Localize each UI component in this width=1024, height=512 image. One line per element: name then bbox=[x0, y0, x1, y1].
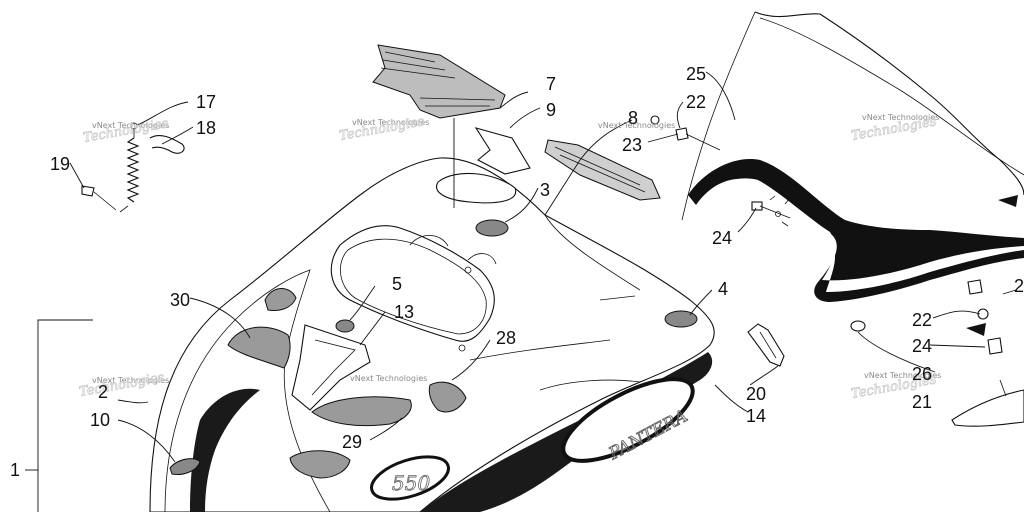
watermark-3: vNext Technologies bbox=[598, 121, 675, 130]
part-18-clip bbox=[149, 135, 185, 154]
part-4-grille bbox=[664, 310, 698, 328]
callout-8: 8 bbox=[628, 108, 638, 128]
watermark-4: vNext Technologies bbox=[862, 113, 939, 122]
callout-14: 14 bbox=[746, 406, 766, 426]
part-13-emblem bbox=[291, 324, 371, 411]
watermark-7: vNext Technologies bbox=[864, 371, 941, 380]
part-10-badge bbox=[169, 458, 201, 475]
part-19-screw bbox=[81, 185, 95, 197]
callout-25: 25 bbox=[686, 64, 706, 84]
model-number-decal: 550 bbox=[392, 471, 430, 495]
callout-13: 13 bbox=[394, 302, 414, 322]
windshield-assembly bbox=[650, 11, 1024, 427]
part-26-washer bbox=[850, 320, 866, 332]
callout-22c: 2 bbox=[1014, 276, 1024, 296]
part-9-decal bbox=[474, 127, 531, 175]
watermark-2: vNext Technologies bbox=[352, 118, 429, 127]
windshield-opening bbox=[330, 225, 495, 342]
callout-26: 26 bbox=[912, 364, 932, 384]
callout-7: 7 bbox=[546, 74, 556, 94]
hood-assembly: PANTERA 550 bbox=[149, 157, 715, 512]
callout-1: 1 bbox=[10, 460, 20, 480]
part-17-spring bbox=[126, 137, 140, 203]
callout-22a: 22 bbox=[686, 92, 706, 112]
callout-4: 4 bbox=[718, 279, 728, 299]
top-decals bbox=[372, 44, 661, 201]
pantera-logo-oval bbox=[561, 377, 695, 463]
callout-24b: 24 bbox=[912, 336, 932, 356]
watermark-1: vNext Technologies bbox=[92, 121, 169, 130]
callout-24a: 24 bbox=[712, 228, 732, 248]
svg-text:Technologies: Technologies bbox=[78, 370, 166, 400]
callout-22b: 22 bbox=[912, 310, 932, 330]
part-25-windshield bbox=[754, 11, 1024, 196]
callout-leaders bbox=[25, 71, 1017, 512]
part-20-bracket bbox=[747, 323, 785, 367]
part-29-vent bbox=[311, 396, 412, 427]
callout-28: 28 bbox=[496, 328, 516, 348]
callout-29: 29 bbox=[342, 432, 362, 452]
callout-2: 2 bbox=[98, 382, 108, 402]
callout-30: 30 bbox=[170, 290, 190, 310]
callout-21: 21 bbox=[912, 392, 932, 412]
hood-inner-panel bbox=[164, 269, 331, 512]
watermark-5: vNext Technologies bbox=[92, 376, 169, 385]
part-21-bracket bbox=[951, 389, 1024, 427]
callout-19: 19 bbox=[50, 154, 70, 174]
part-3-grille bbox=[475, 219, 509, 237]
part-30-vent bbox=[227, 326, 291, 369]
callout-5: 5 bbox=[392, 274, 402, 294]
callout-17: 17 bbox=[196, 92, 216, 112]
spring-assembly bbox=[81, 122, 185, 213]
callout-9: 9 bbox=[546, 100, 556, 120]
callout-numbers: 1 2 3 4 5 7 8 9 10 13 14 17 18 19 20 21 … bbox=[10, 64, 1024, 480]
part-5-grille bbox=[335, 319, 355, 333]
callout-20: 20 bbox=[746, 384, 766, 404]
arrow-indicator bbox=[998, 195, 1018, 207]
callout-18: 18 bbox=[196, 118, 216, 138]
callout-3: 3 bbox=[540, 180, 550, 200]
part-7-decal bbox=[372, 44, 506, 119]
watermark-6: vNext Technologies bbox=[350, 374, 427, 383]
callout-10: 10 bbox=[90, 410, 110, 430]
callout-23: 23 bbox=[622, 135, 642, 155]
part-23-bolt bbox=[675, 127, 689, 141]
